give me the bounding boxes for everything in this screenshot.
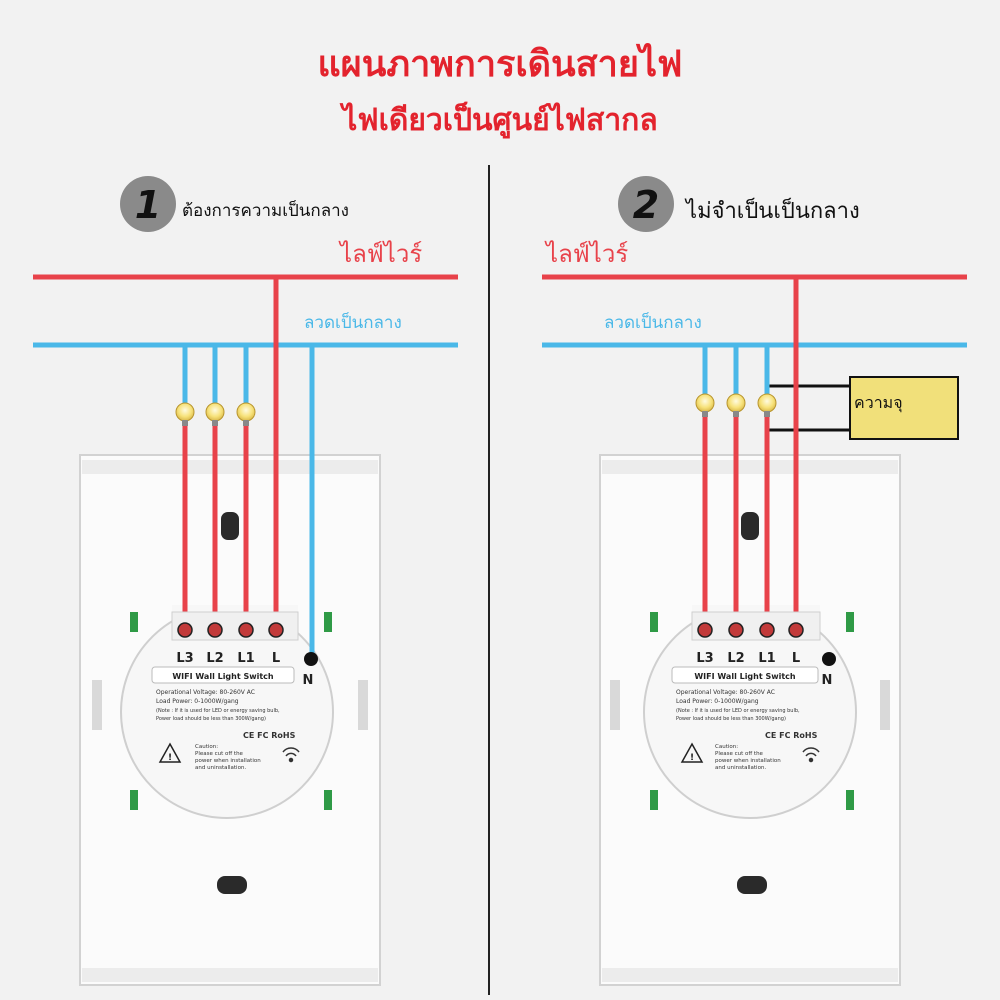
spec-note: (Note : If it is used for LED or energy … xyxy=(676,708,800,714)
caution-title: Caution: xyxy=(195,744,218,750)
page-subtitle: ไฟเดียวเป็นศูนย์ไฟสากล xyxy=(339,101,657,139)
right-wiring xyxy=(695,277,799,628)
caution-icon xyxy=(680,742,704,763)
caution-title: Caution: xyxy=(715,744,738,750)
step-1-badge xyxy=(120,176,176,232)
left-neutral-label: ลวดเป็นกลาง xyxy=(304,311,402,333)
left-bulb-l2 xyxy=(205,402,225,422)
left-wiring xyxy=(175,277,315,656)
left-neutral-label-n: N xyxy=(303,673,314,688)
device-name: WIFI Wall Light Switch xyxy=(694,672,796,681)
wifi-icon xyxy=(802,747,820,763)
left-terminal-label: L2 xyxy=(206,651,223,666)
left-terminal-block: L3 L2 L1 L N xyxy=(171,611,318,688)
device-name: WIFI Wall Light Switch xyxy=(172,672,274,681)
spec-note: Power load should be less than 300W/gang… xyxy=(676,716,786,722)
right-neutral-terminal xyxy=(822,652,836,666)
capacitor-box xyxy=(849,376,959,440)
svg-text:!: ! xyxy=(168,753,172,763)
caution-text: power when installation xyxy=(715,758,781,764)
caution-text: Please cut off the xyxy=(715,751,764,757)
left-panel: 1 ต้องการความเป็นกลาง ไลฟ์ไวร์ ลวดเป็นกล… xyxy=(79,176,422,986)
left-caption: ต้องการความเป็นกลาง xyxy=(182,199,349,221)
right-neutral-label-n: N xyxy=(822,673,833,688)
caution-text: Please cut off the xyxy=(195,751,244,757)
page-title: แผนภาพการเดินสายไฟ xyxy=(317,42,682,85)
cert-marks: CE FC RoHS xyxy=(765,731,818,740)
right-terminal-label: L3 xyxy=(696,651,713,666)
cert-marks: CE FC RoHS xyxy=(243,731,296,740)
spec-voltage: Operational Voltage: 80-260V AC xyxy=(676,689,775,696)
spec-note: Power load should be less than 300W/gang… xyxy=(156,716,266,722)
caution-text: and uninstallation. xyxy=(195,765,246,771)
right-caption: ไม่จำเป็นเป็นกลาง xyxy=(684,196,860,224)
caution-text: power when installation xyxy=(195,758,261,764)
left-terminal-label: L3 xyxy=(176,651,193,666)
left-bulb-l3 xyxy=(175,402,195,422)
caution-icon xyxy=(158,742,182,763)
left-neutral-terminal xyxy=(304,652,318,666)
step-1-number: 1 xyxy=(135,183,161,227)
capacitor-label: ความจุ xyxy=(854,393,903,413)
right-bulb-l3 xyxy=(695,393,715,413)
right-module-text: WIFI Wall Light Switch Operational Volta… xyxy=(671,666,820,771)
right-neutral-label: ลวดเป็นกลาง xyxy=(604,311,702,333)
step-2-number: 2 xyxy=(633,183,659,227)
right-bulb-l2 xyxy=(726,393,746,413)
spec-voltage: Operational Voltage: 80-260V AC xyxy=(156,689,255,696)
right-live-label: ไลฟ์ไวร์ xyxy=(544,240,628,268)
right-terminal-label: L2 xyxy=(727,651,744,666)
left-terminal-label: L xyxy=(272,651,280,666)
right-terminal-label: L1 xyxy=(758,651,775,666)
left-live-label: ไลฟ์ไวร์ xyxy=(338,240,422,268)
right-panel: 2 ไม่จำเป็นเป็นกลาง ไลฟ์ไวร์ ลวดเป็นกลาง… xyxy=(544,176,959,986)
wifi-icon xyxy=(282,747,300,763)
spec-load: Load Power: 0-1000W/gang xyxy=(676,698,759,705)
spec-load: Load Power: 0-1000W/gang xyxy=(156,698,239,705)
left-terminal-label: L1 xyxy=(237,651,254,666)
left-bulb-l1 xyxy=(236,402,256,422)
spec-note: (Note : If it is used for LED or energy … xyxy=(156,708,280,714)
svg-text:!: ! xyxy=(690,753,694,763)
left-module-text: WIFI Wall Light Switch Operational Volta… xyxy=(151,666,300,771)
right-terminal-block: L3 L2 L1 L N xyxy=(691,611,836,688)
caution-text: and uninstallation. xyxy=(715,765,766,771)
right-terminal-label: L xyxy=(792,651,800,666)
step-2-badge xyxy=(618,176,674,232)
right-bulb-l1 xyxy=(757,393,777,413)
